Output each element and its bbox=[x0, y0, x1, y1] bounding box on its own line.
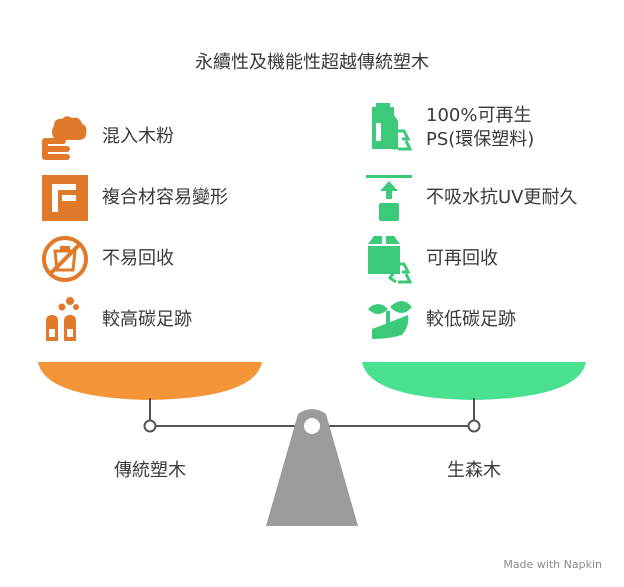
right-item-4: 較低碳足跡 bbox=[364, 295, 516, 345]
low-carbon-leaf-icon bbox=[368, 301, 412, 339]
watermark-text: Made with Napkin bbox=[503, 558, 602, 571]
right-item-3: 可再回收 bbox=[364, 234, 498, 284]
right-hinge bbox=[467, 419, 481, 433]
water-resistant-icon bbox=[366, 175, 412, 221]
right-pan bbox=[362, 362, 586, 400]
right-item-2-label: 不吸水抗UV更耐久 bbox=[426, 187, 578, 208]
watermark: Made with Napkin bbox=[503, 558, 602, 571]
left-item-2-label: 複合材容易變形 bbox=[102, 187, 228, 208]
no-recycle-icon bbox=[42, 236, 88, 282]
left-item-2: 複合材容易變形 bbox=[40, 173, 228, 223]
right-item-1: 100%可再生 PS(環保塑料) bbox=[364, 103, 534, 153]
right-item-3-label: 可再回收 bbox=[426, 248, 498, 269]
left-item-1-label: 混入木粉 bbox=[102, 126, 174, 147]
left-item-4-label: 較高碳足跡 bbox=[102, 309, 192, 330]
left-item-3-label: 不易回收 bbox=[102, 248, 174, 269]
diagram-title: 永續性及機能性超越傳統塑木 bbox=[195, 52, 429, 73]
wood-powder-icon bbox=[42, 116, 87, 160]
right-item-1-label: 100%可再生 PS(環保塑料) bbox=[426, 105, 535, 150]
left-pan bbox=[38, 362, 262, 400]
right-item-4-label: 較低碳足跡 bbox=[426, 309, 516, 330]
high-carbon-icon bbox=[46, 297, 79, 341]
right-side-label: 生森木 bbox=[447, 460, 501, 481]
deform-icon bbox=[42, 175, 88, 221]
recycled-bottle-icon bbox=[372, 103, 413, 151]
left-item-4: 較高碳足跡 bbox=[40, 295, 192, 345]
right-item-2: 不吸水抗UV更耐久 bbox=[364, 173, 578, 223]
left-item-3: 不易回收 bbox=[40, 234, 174, 284]
left-item-1: 混入木粉 bbox=[40, 112, 174, 162]
left-side-label: 傳統塑木 bbox=[114, 460, 186, 481]
fulcrum bbox=[266, 409, 358, 526]
left-hinge bbox=[143, 419, 157, 433]
recycle-box-icon bbox=[368, 236, 413, 284]
